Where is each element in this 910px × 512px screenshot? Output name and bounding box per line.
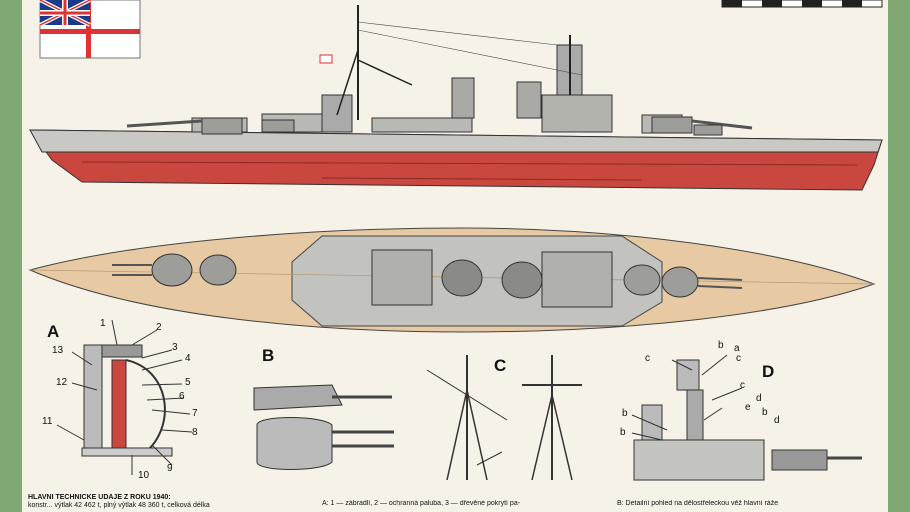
callout-d-c2: c [736, 353, 741, 364]
callout-d-d2: d [774, 415, 780, 426]
callout-a-13: 13 [52, 345, 64, 356]
footer-specs-line: konstr... výtlak 42 462 t, plný výtlak 4… [28, 502, 210, 509]
ship-side-profile [29, 5, 883, 191]
callout-a-12: 12 [56, 377, 68, 388]
callout-a-10: 10 [138, 470, 150, 481]
detail-a-armour-section [56, 319, 193, 475]
callout-a-7: 7 [192, 408, 198, 419]
callout-d-e: e [745, 402, 751, 413]
detail-d-bridge [631, 354, 862, 481]
callout-a-4: 4 [185, 353, 191, 364]
callout-a-2: 2 [156, 322, 162, 333]
white-ensign-flag [39, 0, 141, 59]
callout-a-3: 3 [172, 342, 178, 353]
callout-d-b1: b [718, 340, 724, 351]
section-letter-a: A [47, 322, 60, 341]
callout-a-1: 1 [100, 318, 106, 329]
footer-heading: HLAVNÍ TECHNICKÉ ÚDAJE Z ROKU 1940: [28, 494, 171, 501]
callout-d-c1: c [645, 353, 650, 364]
section-letter-d: D [762, 362, 775, 381]
callout-d-a: a [734, 343, 740, 354]
detail-c-masts [426, 355, 582, 481]
section-letter-c: C [494, 356, 507, 375]
battleship-plate-drawing [28, 0, 883, 481]
detail-b-turret [253, 384, 394, 470]
footer-specs-column: HLAVNÍ TECHNICKÉ ÚDAJE Z ROKU 1940: kons… [28, 494, 318, 510]
plate-page: A B C D 1 2 3 4 5 6 7 8 9 10 11 12 13 b … [22, 0, 888, 512]
scale-bar [721, 0, 883, 8]
footer-legend-b: B: Detailní pohled na dělostřeleckou věž… [617, 500, 779, 507]
callout-a-6: 6 [179, 391, 185, 402]
callout-a-9: 9 [167, 463, 173, 474]
callout-d-d1: d [756, 393, 762, 404]
callout-d-b3: b [622, 408, 628, 419]
callout-d-b2: b [762, 407, 768, 418]
callout-a-8: 8 [192, 427, 198, 438]
section-letter-b: B [262, 346, 275, 365]
callout-d-b4: b [620, 427, 626, 438]
footer-legend-a: A: 1 — zábradlí, 2 — ochranná paluba, 3 … [322, 500, 521, 507]
callout-a-5: 5 [185, 377, 191, 388]
callout-a-11: 11 [42, 416, 53, 427]
callout-d-c3: c [740, 380, 745, 391]
ship-deck-plan [28, 227, 876, 333]
